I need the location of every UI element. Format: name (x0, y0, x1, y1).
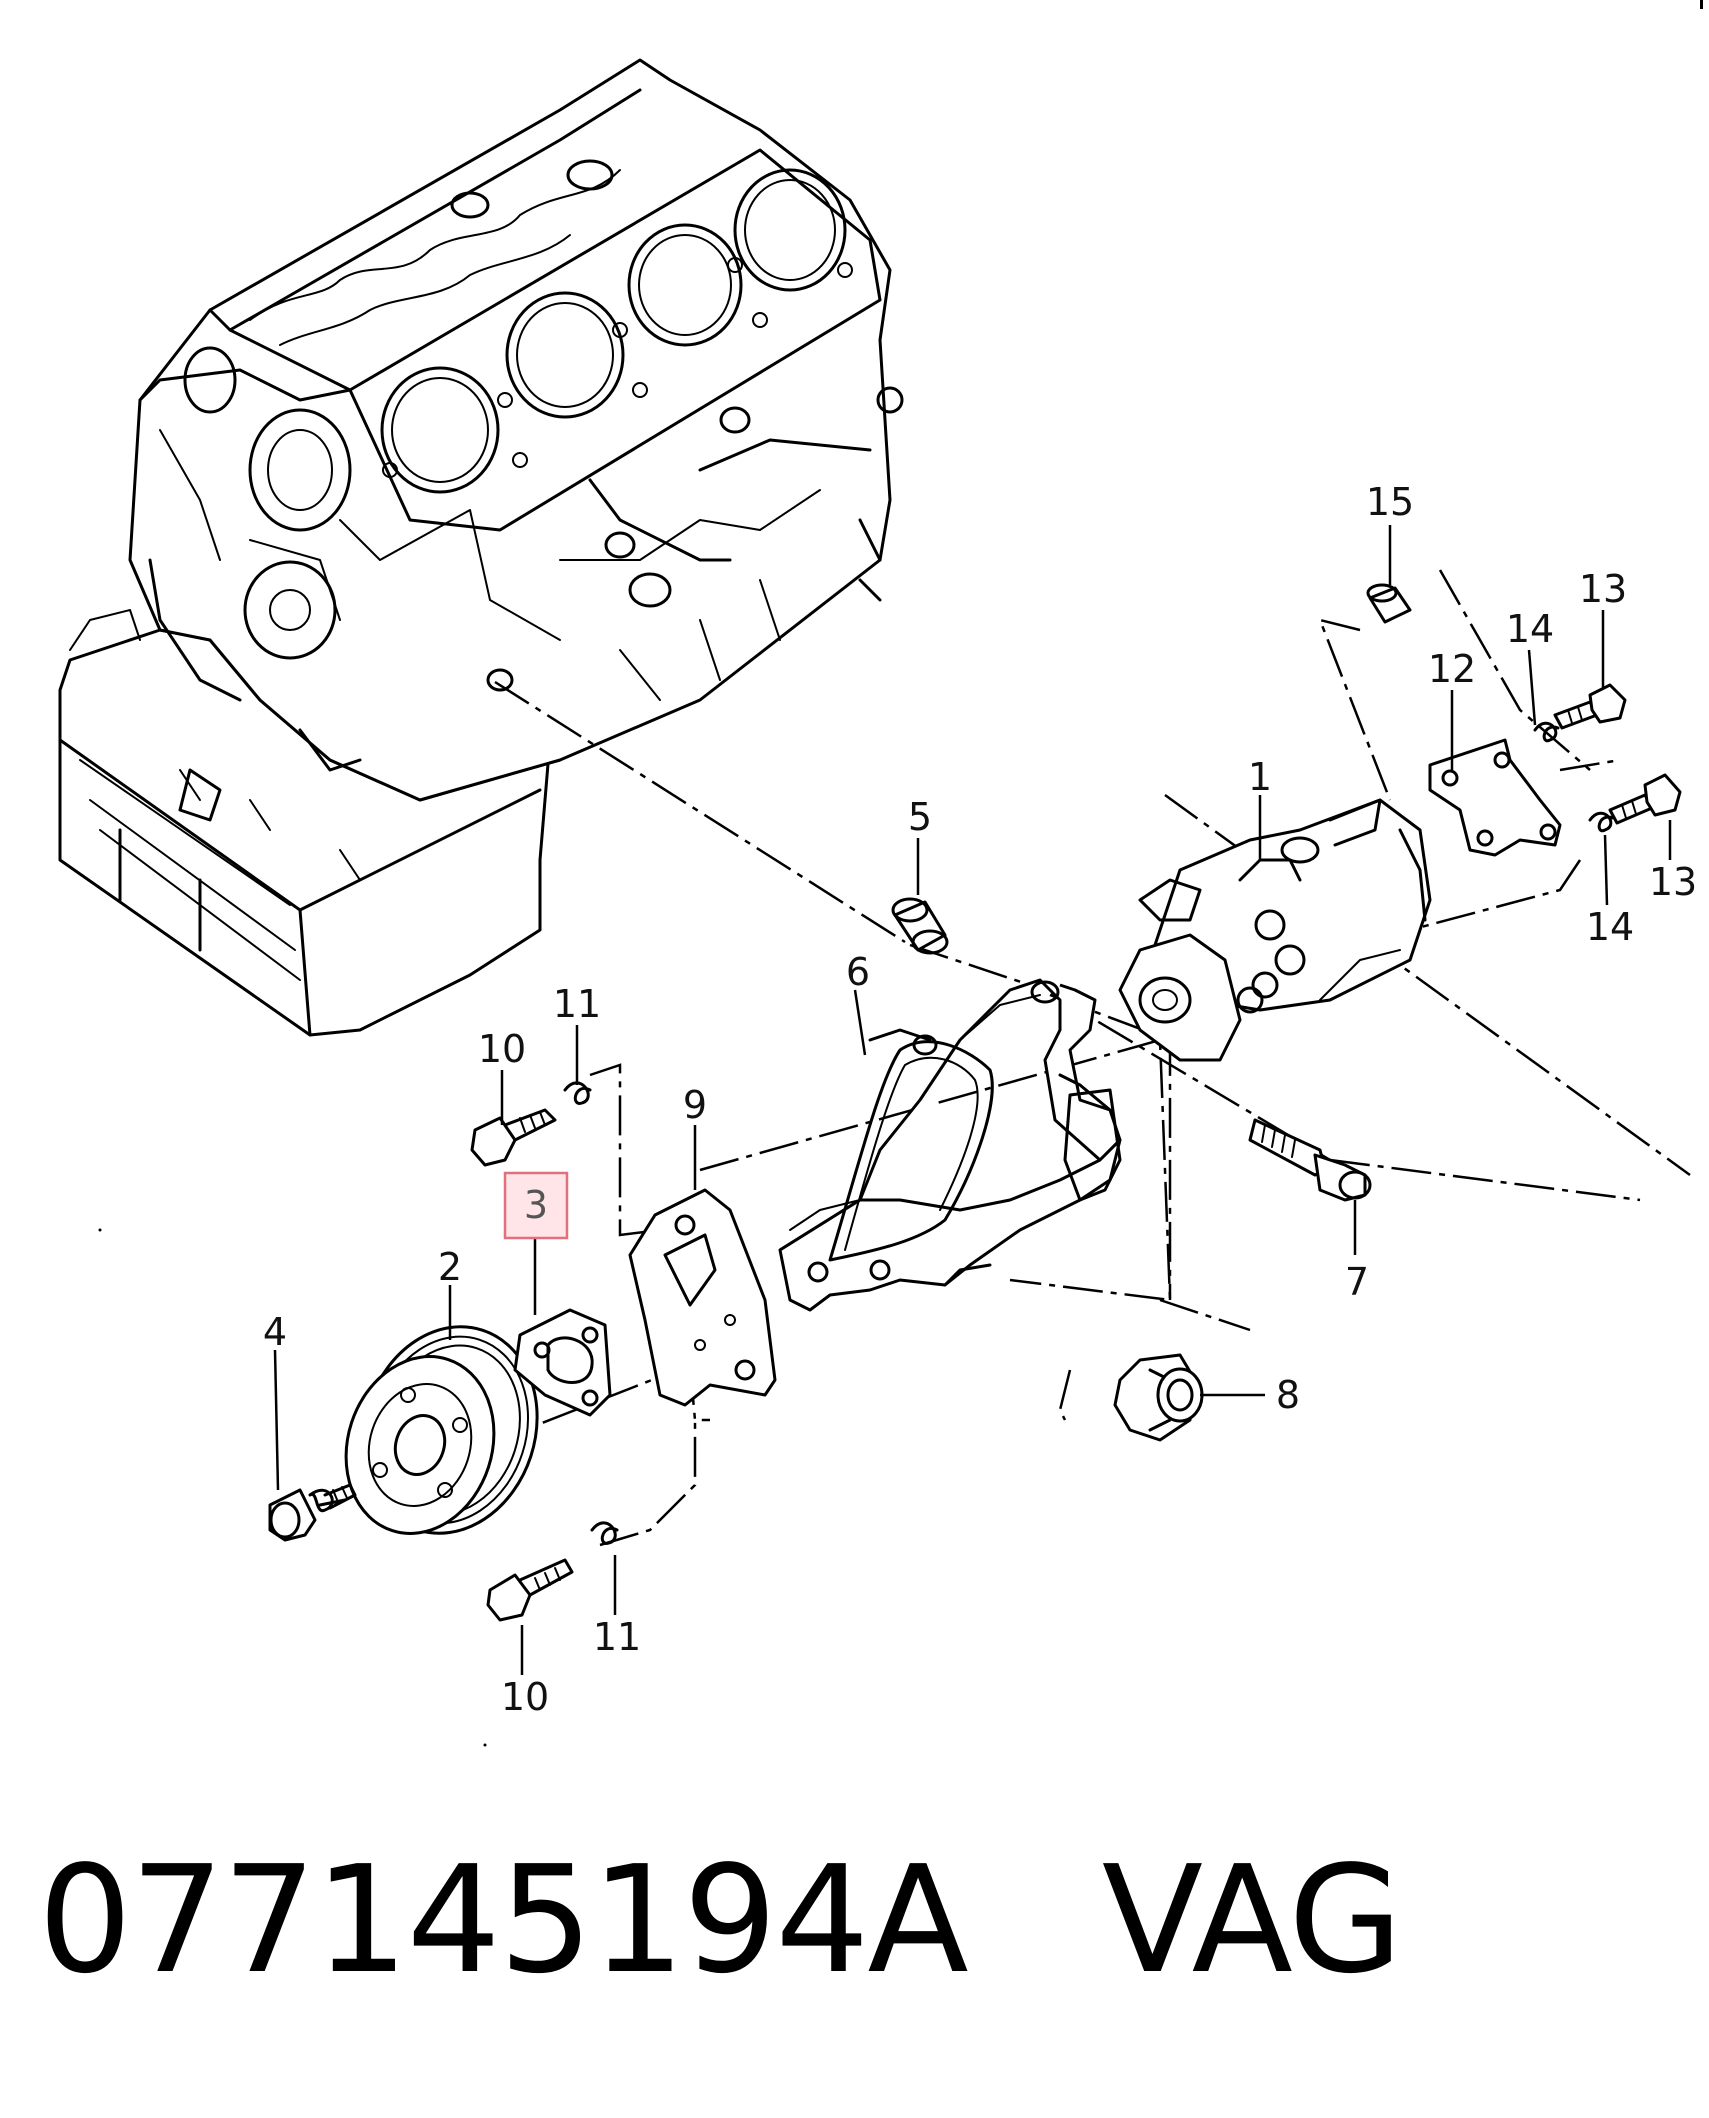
callout-11-upper: 11 (553, 982, 601, 1026)
callout-5: 5 (908, 795, 932, 839)
callout-14-upper: 14 (1506, 607, 1554, 651)
power-steering-pump-part-1 (1118, 798, 1432, 1062)
callout-9: 9 (683, 1083, 707, 1127)
scan-dot (98, 1228, 102, 1232)
callout-10-upper: 10 (478, 1027, 526, 1071)
callout-13-upper: 13 (1579, 567, 1627, 611)
bushing-clip-part-8 (1113, 1353, 1204, 1442)
callout-11-lower: 11 (593, 1615, 641, 1659)
callout-15: 15 (1366, 480, 1414, 524)
sleeve-part-15 (1366, 583, 1412, 624)
flange-gasket-part-3 (513, 1308, 612, 1417)
callout-labels: 1 2 3 4 5 6 7 8 9 10 10 11 11 12 13 13 1… (263, 480, 1697, 1719)
scan-dot (483, 1743, 487, 1747)
spring-washer-part-11-upper (563, 1081, 592, 1105)
callout-2: 2 (438, 1245, 462, 1289)
callout-8: 8 (1276, 1373, 1300, 1417)
engine-block-illustration (58, 58, 904, 1037)
callout-1: 1 (1248, 755, 1272, 799)
callout-10-lower: 10 (501, 1675, 549, 1719)
scan-mark (1700, 0, 1703, 9)
callout-3: 3 (524, 1183, 548, 1227)
bolt-part-13-lower (1608, 773, 1682, 825)
callout-14-lower: 14 (1586, 905, 1634, 949)
pulley-part-2 (344, 1325, 539, 1535)
bolt-part-10-lower (486, 1558, 574, 1622)
callout-12: 12 (1428, 647, 1476, 691)
bolt-part-10-upper (470, 1108, 557, 1167)
mounting-bracket-part-6 (778, 978, 1122, 1312)
callout-4: 4 (263, 1310, 287, 1354)
part-number: 077145194A (38, 1834, 969, 2006)
sleeve-part-5 (891, 897, 949, 955)
spring-washer-part-14-lower (1588, 811, 1615, 833)
callout-13-lower: 13 (1649, 860, 1697, 904)
leader-lines (273, 525, 1672, 1675)
callout-7: 7 (1345, 1260, 1369, 1304)
part-number-caption: 077145194A VAG (38, 1846, 1403, 1994)
brand-name: VAG (1101, 1834, 1403, 2006)
bolt-part-13-upper (1553, 683, 1627, 730)
long-bolt-part-7 (1248, 1118, 1372, 1202)
bolt-part-4 (268, 1483, 357, 1542)
support-plate-part-12 (1428, 738, 1562, 857)
callout-3-highlight-box (503, 1171, 569, 1240)
callout-6: 6 (846, 950, 870, 994)
spring-washer-part-14-upper (1533, 721, 1560, 743)
spring-washer-part-11-lower (590, 1521, 619, 1545)
adapter-plate-part-9 (628, 1188, 777, 1407)
